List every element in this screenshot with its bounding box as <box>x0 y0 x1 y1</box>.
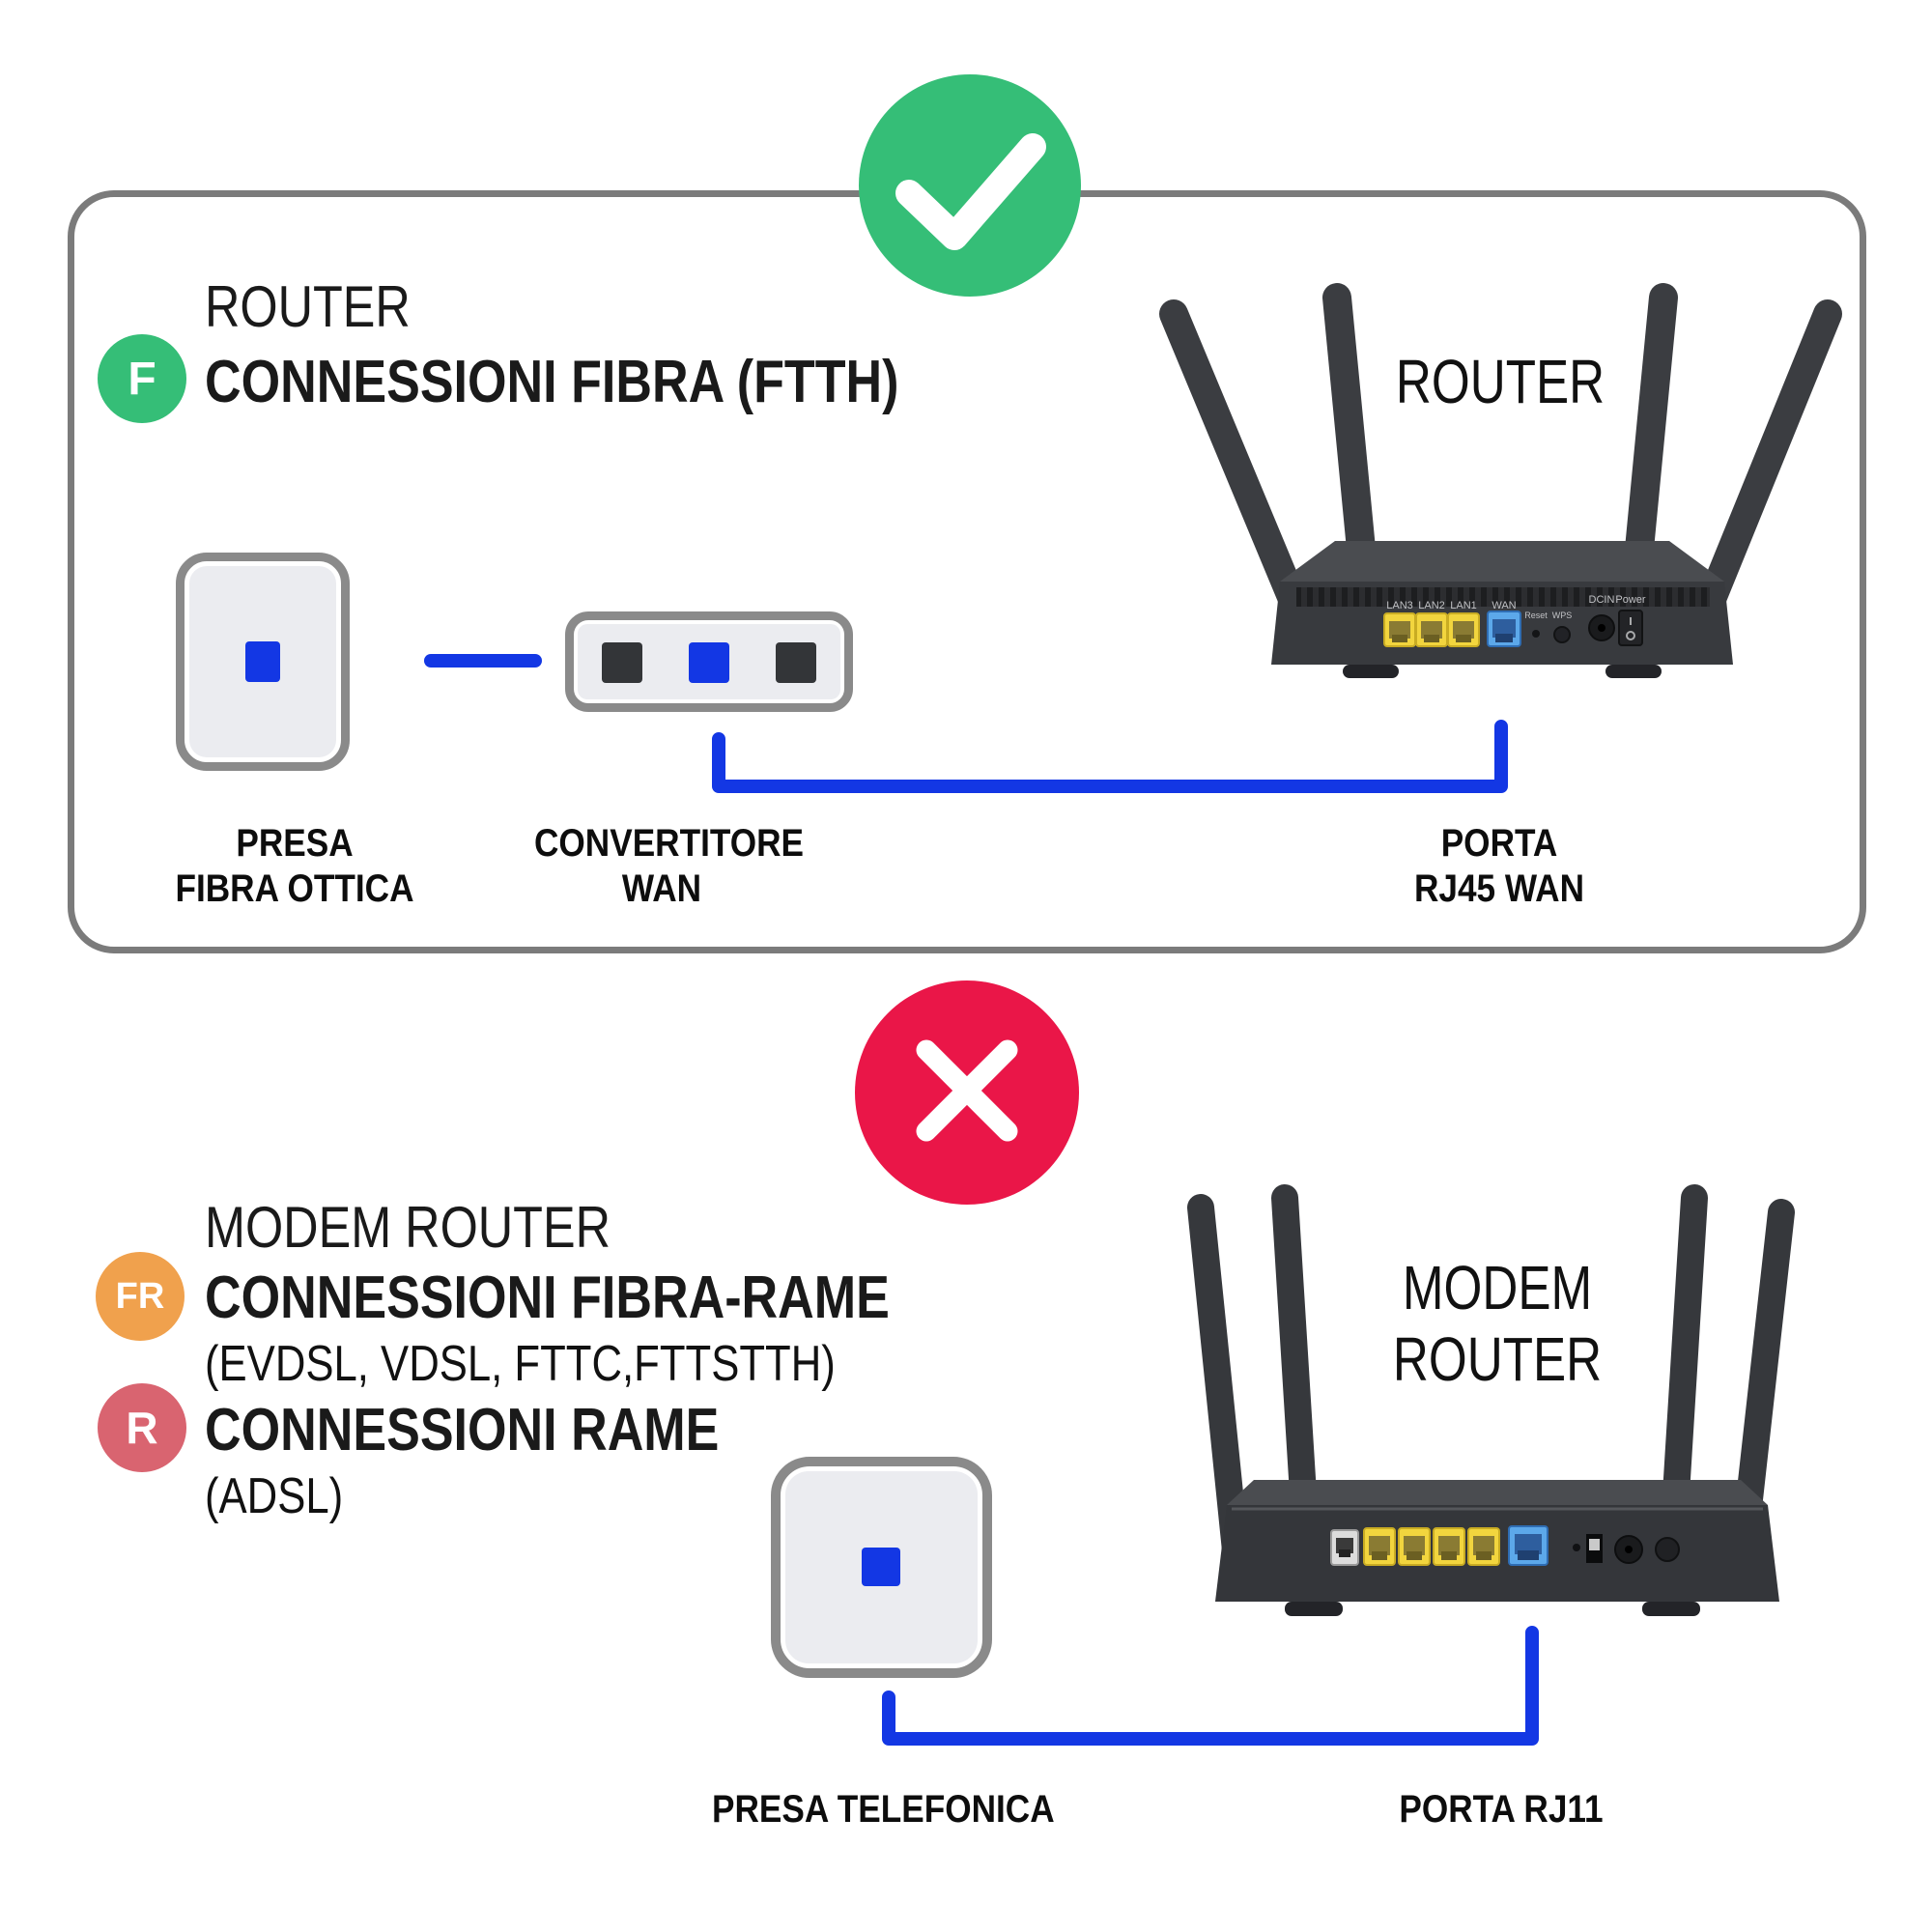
modem-router-image <box>1187 1184 1795 1616</box>
panel-bad-heading: MODEM ROUTER <box>205 1195 611 1260</box>
label-fiber-outlet: PRESA FIBRA OTTICA <box>167 821 422 912</box>
modem-reset-button <box>1573 1544 1580 1551</box>
label-fiber-outlet-line1: PRESA <box>236 822 354 865</box>
modem-foot-right <box>1642 1602 1700 1616</box>
badge-f-letter: F <box>128 353 156 405</box>
badge-f: F <box>98 334 186 423</box>
modem-power-button <box>1655 1537 1680 1562</box>
panel-bad-title-1: CONNESSIONI FIBRA-RAME <box>205 1264 890 1331</box>
modem-image-label-line2: ROUTER <box>1392 1324 1603 1394</box>
label-fiber-outlet-line2: FIBRA OTTICA <box>175 867 414 910</box>
panel-good-heading: ROUTER <box>205 274 411 339</box>
label-converter-line1: CONVERTITORE <box>534 822 805 865</box>
wan-converter-box <box>565 611 853 712</box>
label-phone-outlet: PRESA TELEFONICA <box>712 1788 1055 1831</box>
converter-port-dark-left <box>602 642 642 683</box>
modem-usb-port <box>1586 1534 1603 1563</box>
modem-foot-left <box>1285 1602 1343 1616</box>
modem-image-label: MODEM ROUTER <box>1378 1252 1617 1395</box>
modem-image-label-line1: MODEM <box>1402 1253 1593 1322</box>
router-image-label: ROUTER <box>1395 347 1605 416</box>
fiber-outlet-box <box>176 553 350 771</box>
label-rj45-port-line1: PORTA <box>1440 822 1558 865</box>
badge-fr: FR <box>96 1252 185 1341</box>
converter-port-blue <box>689 642 729 683</box>
label-rj45-port-line2: RJ45 WAN <box>1413 867 1585 910</box>
fiber-outlet-port-square <box>245 641 280 682</box>
x-circle <box>855 980 1079 1205</box>
modem-front-face <box>1215 1505 1779 1602</box>
x-icon <box>916 1039 1018 1142</box>
label-rj11-port: PORTA RJ11 <box>1399 1788 1604 1831</box>
badge-fr-letters: FR <box>115 1275 165 1317</box>
modem-antenna-inner-right <box>1660 1184 1708 1554</box>
modem-antenna-outer-left <box>1187 1194 1250 1574</box>
phone-outlet-port-square <box>862 1548 900 1586</box>
check-circle <box>859 74 1081 297</box>
label-rj45-port: PORTA RJ45 WAN <box>1372 821 1627 912</box>
check-icon <box>895 133 1046 250</box>
modem-dc-jack <box>1614 1535 1643 1564</box>
modem-top-deck <box>1227 1480 1768 1505</box>
badge-r-letter: R <box>126 1403 158 1453</box>
modem-rj11-port <box>1330 1529 1359 1566</box>
converter-port-dark-right <box>776 642 816 683</box>
modem-lan-ports <box>1363 1527 1500 1566</box>
label-converter: CONVERTITORE WAN <box>534 821 805 912</box>
modem-antenna-inner-left <box>1271 1184 1320 1554</box>
phone-outlet-box <box>771 1457 992 1678</box>
badge-r: R <box>98 1383 186 1472</box>
panel-good-title: CONNESSIONI FIBRA (FTTH) <box>205 349 899 415</box>
modem-blue-port <box>1508 1525 1548 1566</box>
panel-bad-title-2: CONNESSIONI RAME <box>205 1397 720 1463</box>
panel-bad-subtitle-1: (EVDSL, VDSL, FTTC,FTTSTTH) <box>205 1336 836 1392</box>
label-converter-line2: WAN <box>621 867 702 910</box>
panel-bad-subtitle-2: (ADSL) <box>205 1468 344 1524</box>
modem-antenna-outer-right <box>1729 1199 1795 1574</box>
